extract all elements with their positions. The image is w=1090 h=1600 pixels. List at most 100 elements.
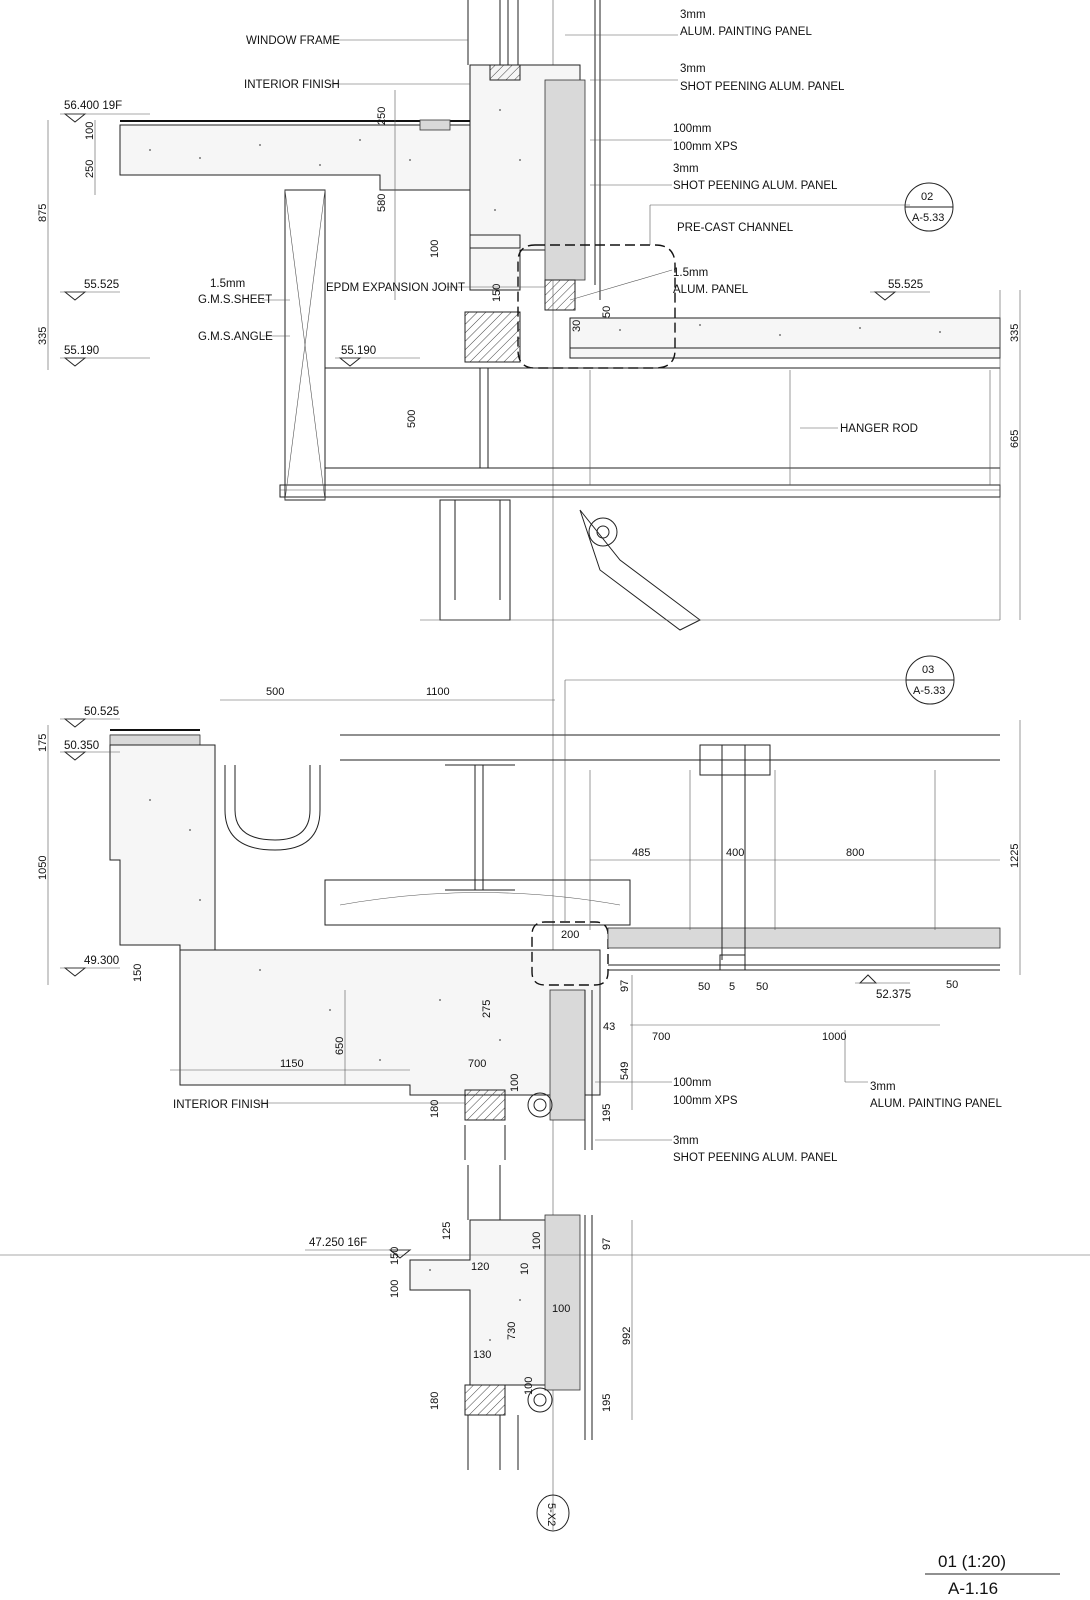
dim-97b: 97 xyxy=(601,1238,613,1250)
dim-43: 43 xyxy=(603,1021,615,1033)
note-gms-angle: G.M.S.ANGLE xyxy=(198,331,273,343)
lower-section xyxy=(0,729,1090,1470)
dim-730: 730 xyxy=(506,1322,518,1340)
callout-03-sheet: A-5.33 xyxy=(913,685,945,697)
callout-02: 02 A-5.33 xyxy=(904,182,954,232)
dim-10: 10 xyxy=(519,1263,531,1275)
callout-02-region xyxy=(517,244,676,369)
dim-97a: 97 xyxy=(619,980,631,992)
note-interior-finish-top: INTERIOR FINISH xyxy=(244,79,340,91)
callout-03-region xyxy=(531,921,609,986)
dimension-lines xyxy=(47,90,1021,1420)
note-window-frame: WINDOW FRAME xyxy=(246,35,340,47)
dim-150a: 150 xyxy=(491,284,503,302)
dim-180a: 180 xyxy=(429,1100,441,1118)
dim-100g: 100 xyxy=(523,1377,535,1395)
lower-xps-insulation xyxy=(549,989,586,1121)
note-gms-sheet-1: 1.5mm xyxy=(210,278,245,290)
dim-5: 5 xyxy=(729,981,735,993)
floor-slab-19f xyxy=(119,124,521,249)
dim-250a: 250 xyxy=(84,160,96,178)
dim-195b: 195 xyxy=(601,1394,613,1412)
callout-02-sheet: A-5.33 xyxy=(912,212,944,224)
dim-175: 175 xyxy=(37,734,49,752)
dim-1150: 1150 xyxy=(280,1058,304,1070)
level-49300: 49.300 xyxy=(84,955,119,967)
note-shot-peening-bottom-2: SHOT PEENING ALUM. PANEL xyxy=(673,1152,838,1164)
dim-100e: 100 xyxy=(389,1280,401,1298)
dim-50d: 50 xyxy=(946,979,958,991)
dim-700b: 700 xyxy=(468,1058,486,1070)
note-alum-panel-1: 1.5mm xyxy=(673,267,708,279)
level-52375: 52.375 xyxy=(876,989,911,1001)
dim-485: 485 xyxy=(632,847,650,859)
note-alum-painting-panel-bottom-1: 3mm xyxy=(870,1081,896,1093)
dim-50c: 50 xyxy=(756,981,768,993)
level-markers: 56.400 19F 55.525 55.525 55.190 55.190 5… xyxy=(60,100,930,1259)
note-shot-peening-mid-2: SHOT PEENING ALUM. PANEL xyxy=(673,180,838,192)
dim-992: 992 xyxy=(621,1327,633,1345)
dim-275: 275 xyxy=(481,1000,493,1018)
dim-800: 800 xyxy=(846,847,864,859)
note-xps-bottom-1: 100mm xyxy=(673,1077,711,1089)
annotation-notes: WINDOW FRAME INTERIOR FINISH 3mm ALUM. P… xyxy=(173,9,1002,1164)
dim-500a: 500 xyxy=(406,410,418,428)
dim-665: 665 xyxy=(1009,430,1021,448)
dim-335b: 335 xyxy=(1009,324,1021,342)
dim-875: 875 xyxy=(37,204,49,222)
callout-02-number: 02 xyxy=(921,191,933,203)
dim-335a: 335 xyxy=(37,327,49,345)
roof-insulation-band xyxy=(607,927,1001,949)
grid-bubble-label: 5-X2 xyxy=(545,1503,557,1526)
terrace-slab xyxy=(569,317,1001,359)
grid-bubble: 5-X2 xyxy=(536,1494,570,1532)
level-55525-right: 55.525 xyxy=(888,279,923,291)
note-shot-peening-top-2: SHOT PEENING ALUM. PANEL xyxy=(680,81,845,93)
level-50350: 50.350 xyxy=(64,740,99,752)
dim-650: 650 xyxy=(334,1037,346,1055)
dim-125: 125 xyxy=(441,1222,453,1240)
sheet-reference: A-1.16 xyxy=(948,1579,998,1598)
note-xps-top-2: 100mm XPS xyxy=(673,141,738,153)
callout-03-number: 03 xyxy=(922,664,934,676)
note-xps-top-1: 100mm xyxy=(673,123,711,135)
level-55525-left: 55.525 xyxy=(84,279,119,291)
drawing-number: 01 (1:20) xyxy=(938,1552,1006,1571)
level-55190-left: 55.190 xyxy=(64,345,99,357)
dim-500b: 500 xyxy=(266,686,284,698)
dim-400: 400 xyxy=(726,847,744,859)
dim-100f: 100 xyxy=(552,1303,570,1315)
note-shot-peening-bottom-1: 3mm xyxy=(673,1135,699,1147)
dim-1100: 1100 xyxy=(426,686,450,698)
dim-1225: 1225 xyxy=(1009,844,1021,868)
dim-50a: 50 xyxy=(601,306,613,318)
dim-120: 120 xyxy=(471,1261,489,1273)
dimension-values: 875 100 250 335 250 580 100 150 50 30 50… xyxy=(37,107,1021,1412)
dim-1050: 1050 xyxy=(37,856,49,880)
level-55190-mid: 55.190 xyxy=(341,345,376,357)
dim-250b: 250 xyxy=(376,107,388,125)
note-gms-sheet-2: G.M.S.SHEET xyxy=(198,294,272,306)
note-xps-bottom-2: 100mm XPS xyxy=(673,1095,738,1107)
dim-100b: 100 xyxy=(429,240,441,258)
dim-580: 580 xyxy=(376,194,388,212)
upper-xps-insulation xyxy=(544,79,586,281)
upper-section xyxy=(119,0,1001,1530)
note-alum-painting-panel-top-2: ALUM. PAINTING PANEL xyxy=(680,26,812,38)
dim-1000: 1000 xyxy=(822,1031,846,1043)
dim-200: 200 xyxy=(561,929,579,941)
note-precast-channel: PRE-CAST CHANNEL xyxy=(677,222,794,234)
note-epdm: EPDM EXPANSION JOINT xyxy=(326,282,465,294)
gutter xyxy=(224,765,321,851)
note-shot-peening-top-1: 3mm xyxy=(680,63,706,75)
level-47250: 47.250 16F xyxy=(309,1237,367,1249)
dim-195a: 195 xyxy=(601,1104,613,1122)
dim-50b: 50 xyxy=(698,981,710,993)
dim-30: 30 xyxy=(571,320,583,332)
gms-angle-block xyxy=(464,311,521,363)
note-alum-painting-panel-bottom-2: ALUM. PAINTING PANEL xyxy=(870,1098,1002,1110)
level-56400: 56.400 19F xyxy=(64,100,122,112)
floor-slab-lower xyxy=(179,949,601,1096)
dim-130: 130 xyxy=(473,1349,491,1361)
